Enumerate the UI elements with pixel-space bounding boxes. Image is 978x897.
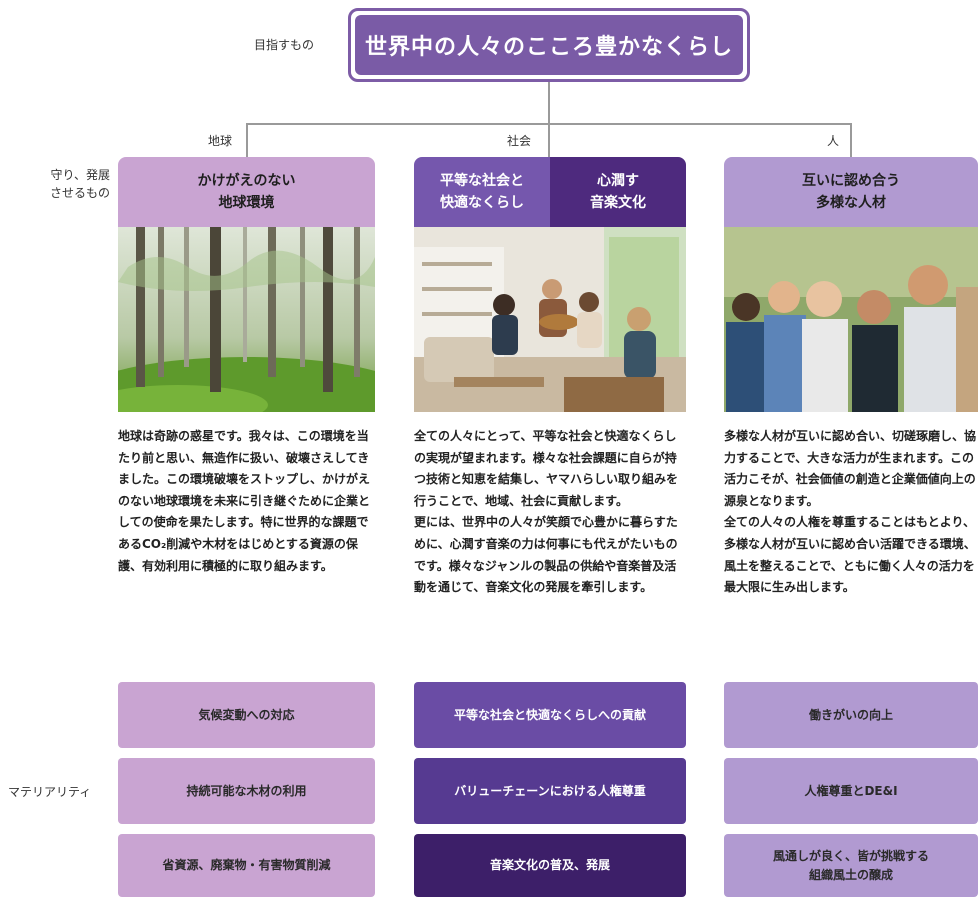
materiality-earth-2: 持続可能な木材の利用	[118, 758, 375, 824]
society-body: 全ての人々にとって、平等な社会と快適なくらしの実現が望まれます。様々な社会課題に…	[414, 429, 679, 595]
society-heading-left: 平等な社会と 快適なくらし	[414, 157, 550, 227]
forest-photo-image	[118, 227, 375, 412]
goal-text: 世界中の人々のこころ豊かなくらし	[355, 15, 743, 75]
materiality-society-3: 音楽文化の普及、発展	[414, 834, 686, 897]
materiality-people-1: 働きがいの向上	[724, 682, 978, 748]
music-living-room-image	[414, 227, 686, 412]
music-living-room-photo	[414, 227, 686, 412]
diverse-people-image	[724, 227, 978, 412]
materiality-label: マテリアリティ	[8, 785, 92, 799]
category-people: 人	[826, 134, 839, 148]
goal-label: 目指すもの	[254, 38, 315, 52]
connector-earth	[246, 123, 248, 157]
people-heading: 互いに認め合う 多様な人材	[724, 157, 978, 227]
column-earth: かけがえのない 地球環境 地球は奇跡の惑星です。我々は、この環境を当たり前と思い…	[118, 157, 375, 577]
goal-box: 世界中の人々のこころ豊かなくらし	[348, 8, 750, 82]
column-society: 平等な社会と 快適なくらし 心潤す 音楽文化 全ての人々にとって、平等	[414, 157, 686, 599]
society-heading: 平等な社会と 快適なくらし 心潤す 音楽文化	[414, 157, 686, 227]
earth-body: 地球は奇跡の惑星です。我々は、この環境を当たり前と思い、無造作に扱い、破壊さえし…	[118, 429, 371, 573]
materiality-people-2: 人権尊重とDE&I	[724, 758, 978, 824]
society-heading-right: 心潤す 音楽文化	[550, 157, 686, 227]
column-people: 互いに認め合う 多様な人材 多様な人材が互いに認め合い、切磋琢磨し、協力すること…	[724, 157, 978, 599]
materiality-society-2: バリューチェーンにおける人権尊重	[414, 758, 686, 824]
category-society: 社会	[506, 134, 531, 148]
materiality-society-1: 平等な社会と快適なくらしへの貢献	[414, 682, 686, 748]
people-body: 多様な人材が互いに認め合い、切磋琢磨し、協力することで、大きな活力が生まれます。…	[724, 429, 977, 595]
forest-photo	[118, 227, 375, 412]
connector-society	[548, 123, 550, 157]
protect-label: 守り、発展 させるもの	[49, 168, 110, 200]
materiality-earth-3: 省資源、廃棄物・有害物質削減	[118, 834, 375, 897]
connector-trunk	[548, 82, 550, 124]
materiality-earth-1: 気候変動への対応	[118, 682, 375, 748]
materiality-people-3: 風通しが良く、皆が挑戦する 組織風土の醸成	[724, 834, 978, 897]
diverse-people-photo	[724, 227, 978, 412]
connector-people	[850, 123, 852, 157]
earth-heading: かけがえのない 地球環境	[118, 157, 375, 227]
category-earth: 地球	[207, 134, 232, 148]
